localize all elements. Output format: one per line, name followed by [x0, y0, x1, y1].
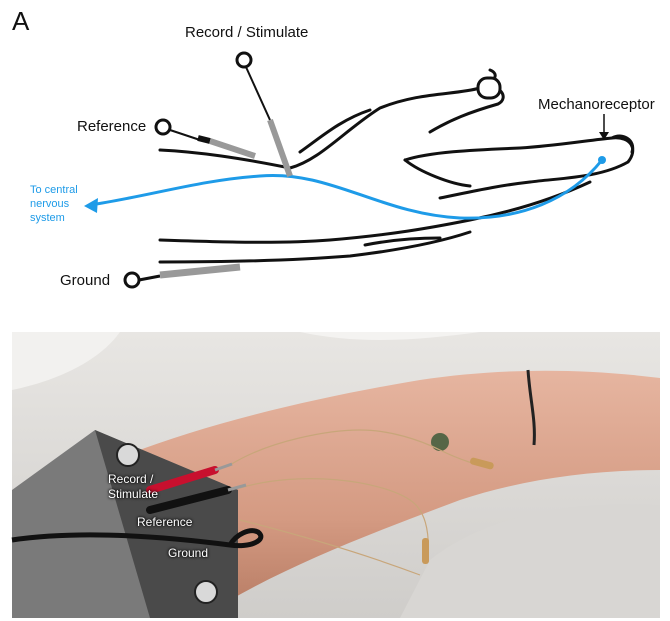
green-mark	[431, 433, 449, 451]
label-b-record-line2: Stimulate	[108, 487, 158, 501]
label-b-ground: Ground	[168, 546, 208, 560]
label-b-reference: Reference	[137, 515, 192, 529]
box-screw-bottom	[195, 581, 217, 603]
box-screw-top	[117, 444, 139, 466]
label-b-record-line1: Record /	[108, 472, 153, 486]
